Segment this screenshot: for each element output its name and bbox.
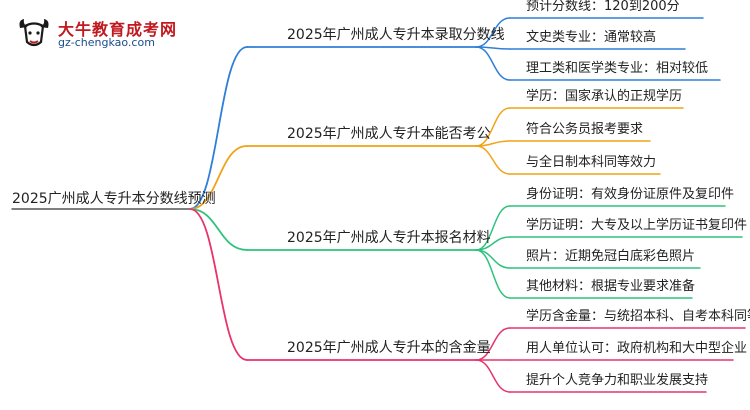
branch-node-3[interactable]: 2025年广州成人专升本报名材料 [287,230,491,246]
leaf-node-3-1[interactable]: 身份证明：有效身份证原件及复印件 [526,187,735,202]
leaf-node-4-2[interactable]: 用人单位认可：政府机构和大中型企业 [526,341,748,356]
connector-root-branch-4 [189,208,248,361]
branch-node-4[interactable]: 2025年广州成人专升本的含金量 [287,340,491,356]
connector-branch-leaf-1-1 [475,17,511,48]
leaf-node-3-2[interactable]: 学历证明：大专及以上学历证书复印件 [526,218,748,233]
leaf-node-1-2[interactable]: 文史类专业：通常较高 [526,30,657,45]
leaf-node-2-1[interactable]: 学历：国家承认的正规学历 [526,89,683,104]
leaf-node-1-1[interactable]: 预计分数线：120到200分 [526,0,680,14]
root-node[interactable]: 2025广州成人专升本分数线预测 [12,191,216,207]
connector-branch-leaf-4-1 [475,327,511,361]
leaf-node-2-3[interactable]: 与全日制本科同等效力 [526,155,657,170]
connector-branch-leaf-4-3 [475,359,511,393]
leaf-node-2-2[interactable]: 符合公务员报考要求 [526,122,644,137]
leaf-node-3-3[interactable]: 照片：近期免冠白底彩色照片 [526,249,696,264]
leaf-node-4-1[interactable]: 学历含金量：与统招本科、自考本科同等 [526,309,750,324]
logo-name: 大牛教育成考网 [58,20,178,39]
connector-branch-leaf-1-3 [475,46,511,81]
connector-branch-leaf-2-3 [475,145,511,175]
leaf-node-3-4[interactable]: 其他材料：根据专业要求准备 [526,279,696,294]
connector-root-branch-3 [189,208,248,251]
logo-url: gz-chengkao.com [58,36,155,49]
logo-bull-icon [19,19,49,47]
branch-node-2[interactable]: 2025年广州成人专升本能否考公 [287,126,491,142]
connector-root-branch-1 [189,46,248,210]
connector-branch-leaf-2-1 [475,107,511,147]
branch-node-1[interactable]: 2025年广州成人专升本录取分数线 [287,27,505,43]
site-logo[interactable]: 大牛教育成考网 gz-chengkao.com [14,14,204,54]
connector-branch-leaf-3-4 [475,249,511,299]
connector-branch-leaf-3-1 [475,205,511,251]
leaf-node-1-3[interactable]: 理工类和医学类专业：相对较低 [526,61,709,76]
connector-branch-leaf-3-3 [475,249,511,269]
connector-root-branch-2 [189,145,248,210]
leaf-node-4-3[interactable]: 提升个人竞争力和职业发展支持 [526,373,709,388]
